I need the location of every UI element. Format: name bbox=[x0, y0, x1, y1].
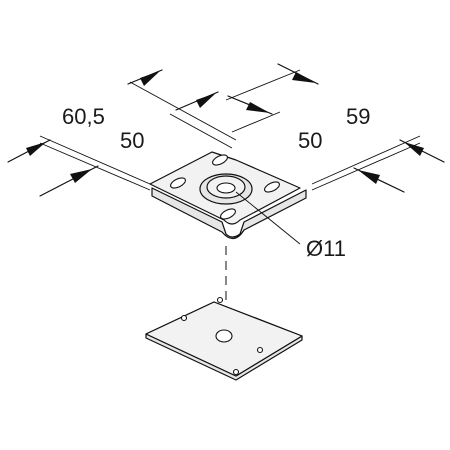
dim-label-depth-inner: 50 bbox=[120, 128, 144, 153]
arrow-head bbox=[404, 142, 424, 156]
center-hole bbox=[216, 182, 236, 194]
base-plate bbox=[145, 296, 303, 381]
dim-label-width-outer: 59 bbox=[346, 104, 370, 129]
extension-line bbox=[311, 142, 421, 191]
arrow-head bbox=[70, 169, 92, 183]
extension-line bbox=[311, 135, 421, 185]
arrow-head bbox=[140, 71, 160, 86]
slot-bottom bbox=[220, 208, 236, 220]
upper-bracket bbox=[149, 151, 307, 240]
extension-line bbox=[169, 113, 233, 149]
dimension-right-group bbox=[311, 135, 445, 193]
dimension-top-group bbox=[127, 63, 319, 149]
base-hole-small bbox=[216, 296, 224, 304]
dimension-left-group bbox=[7, 135, 151, 197]
leader-line-diameter bbox=[235, 191, 301, 245]
base-hole-small bbox=[180, 314, 188, 322]
extension-line bbox=[129, 81, 237, 141]
arrow-head bbox=[246, 102, 270, 113]
slot-top bbox=[212, 154, 228, 166]
arrow-head bbox=[196, 93, 216, 108]
extension-line bbox=[225, 69, 301, 101]
dim-label-hole-diameter: Ø11 bbox=[306, 236, 346, 261]
slot-left bbox=[170, 177, 186, 189]
extension-line bbox=[39, 135, 151, 185]
arrow-head bbox=[292, 72, 316, 83]
base-hole-small bbox=[232, 368, 240, 376]
extension-line bbox=[39, 142, 151, 191]
arrow-head bbox=[358, 170, 380, 184]
base-hole-center bbox=[215, 329, 233, 343]
dim-label-width-inner: 50 bbox=[298, 128, 322, 153]
arrow-head bbox=[26, 142, 46, 156]
bracket-skirt bbox=[151, 187, 307, 240]
base-hole-small bbox=[256, 346, 264, 354]
dim-label-depth-outer: 60,5 bbox=[62, 104, 105, 129]
extension-line bbox=[231, 111, 281, 133]
slot-right bbox=[264, 181, 280, 193]
